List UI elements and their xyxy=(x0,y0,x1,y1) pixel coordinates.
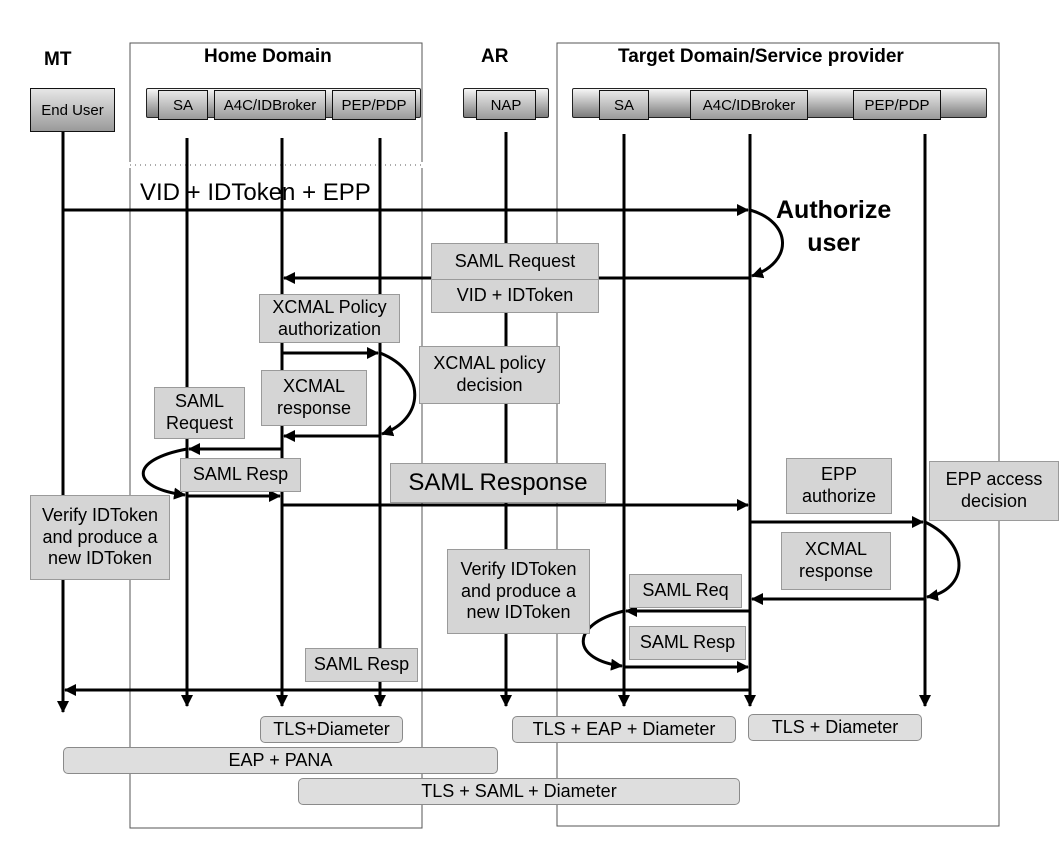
entity-nap: NAP xyxy=(476,90,536,120)
pill-tls-saml-diameter: TLS + SAML + Diameter xyxy=(298,778,740,805)
entity-target-pep: PEP/PDP xyxy=(853,90,941,120)
arrow-verify-loop-home xyxy=(141,447,188,500)
pill-tls-diameter-home: TLS+Diameter xyxy=(260,716,403,743)
box-saml-request-home: SAML Request xyxy=(154,387,245,439)
target-domain-frame xyxy=(556,42,1000,827)
header-home-domain: Home Domain xyxy=(204,46,332,67)
box-verify-home-line2: and produce a xyxy=(42,526,158,547)
header-mt: MT xyxy=(44,49,72,70)
box-verify-home: Verify IDToken and produce a new IDToken xyxy=(30,495,170,580)
box-verify-target-line2: and produce a xyxy=(460,580,577,601)
entity-end-user: End User xyxy=(30,88,115,132)
box-epp-authorize-line2: authorize xyxy=(801,486,877,506)
box-xcmal-policy-auth-line1: XCMAL Policy xyxy=(272,296,387,317)
entity-home-a4c: A4C/IDBroker xyxy=(214,90,326,120)
box-xcmal-response-home: XCMAL response xyxy=(261,370,367,426)
entity-home-pep: PEP/PDP xyxy=(332,90,416,120)
box-saml-request-home-line2: Request xyxy=(165,413,234,433)
box-xcmal-response-target-line1: XCMAL xyxy=(804,539,867,560)
box-saml-resp-home: SAML Resp xyxy=(180,458,301,492)
box-epp-authorize: EPP authorize xyxy=(786,458,892,514)
arrow-authorize-user-loop xyxy=(749,208,784,279)
arrow-verify-loop-target xyxy=(581,609,625,671)
pill-tls-diameter-target: TLS + Diameter xyxy=(748,714,922,741)
box-xcmal-response-home-line2: response xyxy=(276,398,352,418)
box-saml-resp-target: SAML Resp xyxy=(629,626,746,660)
box-saml-request: SAML Request xyxy=(431,243,599,280)
entity-target-sa: SA xyxy=(599,90,649,120)
box-xcmal-policy-decision-line2: decision xyxy=(456,375,523,395)
label-authorize-user: Authorize user xyxy=(776,194,891,259)
header-ar: AR xyxy=(481,46,509,67)
box-xcmal-response-target: XCMAL response xyxy=(781,532,891,590)
box-verify-target-line1: Verify IDToken xyxy=(460,559,577,580)
entity-home-sa: SA xyxy=(158,90,208,120)
box-epp-access-decision-line2: decision xyxy=(960,491,1028,511)
pill-tls-eap-diameter: TLS + EAP + Diameter xyxy=(512,716,736,743)
arrow-xcmal-decision-loop xyxy=(379,351,417,437)
box-verify-home-line3: new IDToken xyxy=(47,548,153,569)
box-xcmal-policy-decision-line1: XCMAL policy xyxy=(433,353,546,374)
box-epp-access-decision-line1: EPP access xyxy=(945,469,1043,490)
box-epp-authorize-line1: EPP xyxy=(820,464,858,485)
box-saml-req-target: SAML Req xyxy=(629,574,742,608)
box-verify-target-line3: new IDToken xyxy=(466,602,571,623)
arrow-epp-decision-loop xyxy=(924,520,961,602)
box-vid-idtoken: VID + IDToken xyxy=(431,279,599,313)
box-verify-home-line1: Verify IDToken xyxy=(41,505,159,526)
box-saml-response: SAML Response xyxy=(390,463,606,503)
box-xcmal-policy-auth-line2: authorization xyxy=(277,318,382,339)
label-authorize-user-line2: user xyxy=(807,228,861,257)
header-target-domain: Target Domain/Service provider xyxy=(618,46,904,67)
box-verify-target: Verify IDToken and produce a new IDToken xyxy=(447,549,590,634)
box-saml-request-home-line1: SAML xyxy=(174,391,225,412)
entity-target-a4c: A4C/IDBroker xyxy=(690,90,808,120)
box-saml-resp-bottom: SAML Resp xyxy=(305,648,418,682)
box-xcmal-policy-auth: XCMAL Policy authorization xyxy=(259,294,400,343)
box-xcmal-policy-decision: XCMAL policy decision xyxy=(419,346,560,404)
message-arrows xyxy=(63,204,961,696)
box-epp-access-decision: EPP access decision xyxy=(929,461,1059,521)
pill-eap-pana: EAP + PANA xyxy=(63,747,498,774)
box-xcmal-response-target-line2: response xyxy=(798,561,874,581)
box-xcmal-response-home-line1: XCMAL xyxy=(282,376,345,397)
label-vid-idtoken-epp: VID + IDToken + EPP xyxy=(140,179,371,206)
label-authorize-user-line1: Authorize xyxy=(776,196,892,224)
